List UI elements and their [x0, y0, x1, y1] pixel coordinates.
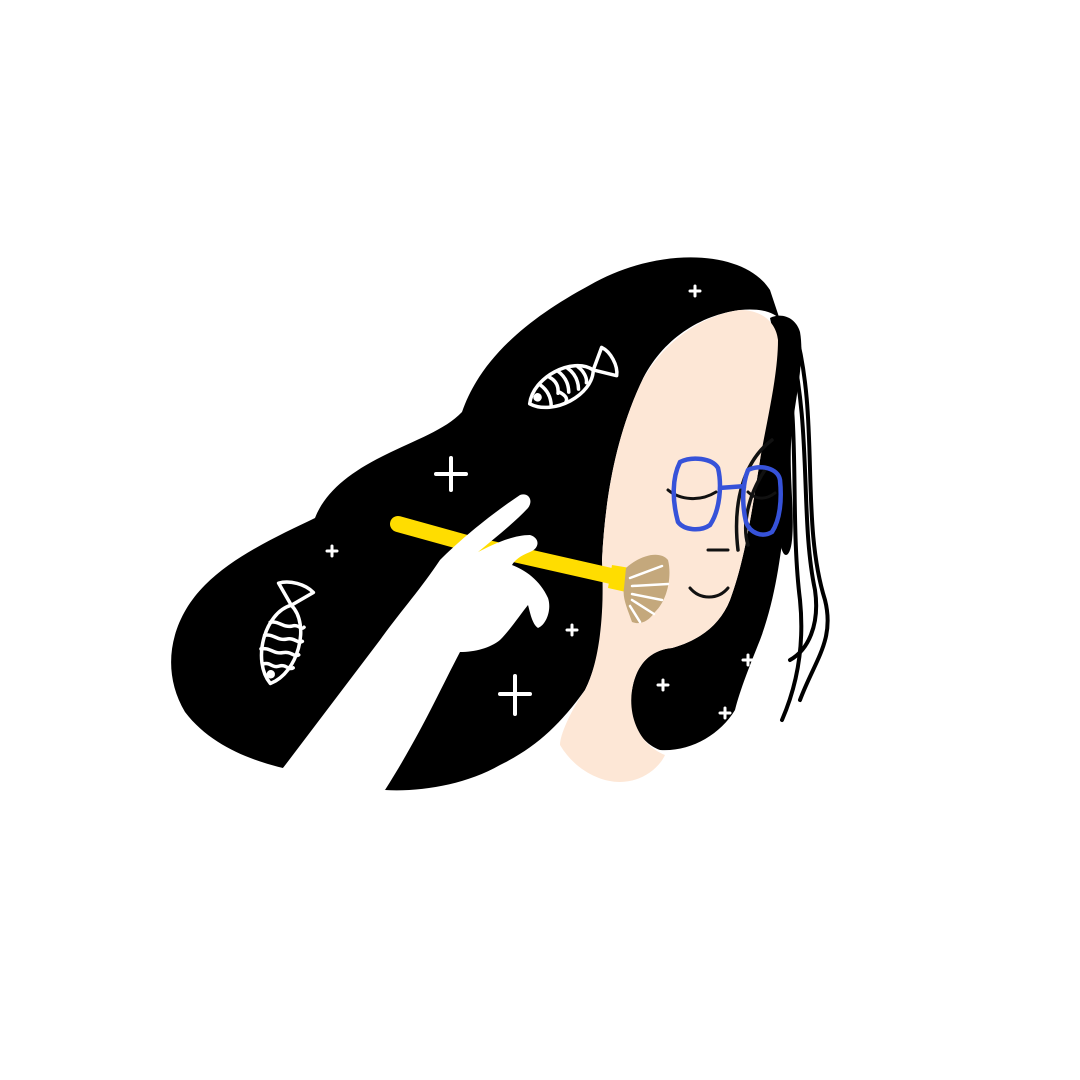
sparkle-icon — [434, 456, 468, 492]
fish-gill — [538, 382, 553, 408]
smile — [688, 586, 730, 599]
sparkle-icon — [565, 623, 579, 637]
hair-strand — [793, 328, 830, 702]
fish-eye — [533, 393, 542, 402]
hair-strand — [788, 338, 819, 662]
closed-eye-left — [666, 488, 718, 500]
arm-and-hand — [283, 494, 550, 790]
sparkle-icon — [741, 653, 755, 667]
hair-strand-over-face — [744, 468, 767, 547]
hair — [171, 257, 830, 791]
glasses-bridge — [718, 483, 747, 491]
hair-main — [171, 257, 781, 791]
hair-right-lower — [630, 325, 788, 751]
hand — [283, 494, 550, 790]
fish-icon — [259, 580, 316, 686]
sparkle-icon — [718, 706, 732, 720]
fish-icon — [527, 345, 619, 410]
glasses-lens-right — [741, 465, 783, 537]
fish-tail — [276, 580, 316, 607]
brush-bristle-lines — [628, 564, 670, 624]
sparkle-icon — [325, 544, 339, 558]
glasses-lens-left — [671, 456, 723, 532]
fish-eye — [266, 670, 276, 679]
sparkle-icon — [688, 284, 702, 298]
brush-bristles — [623, 554, 670, 624]
face-skin — [560, 310, 778, 782]
sparkle-icon — [498, 674, 532, 716]
hair-right-top — [770, 315, 802, 555]
fish-scales — [259, 620, 306, 671]
glasses-icon — [671, 456, 783, 537]
hair-strand — [780, 348, 804, 722]
fish-scales — [547, 365, 589, 405]
closed-eye-right — [746, 490, 777, 500]
fish-tail — [591, 345, 619, 378]
sparkle-icon — [656, 678, 670, 692]
sparkles — [325, 284, 755, 720]
